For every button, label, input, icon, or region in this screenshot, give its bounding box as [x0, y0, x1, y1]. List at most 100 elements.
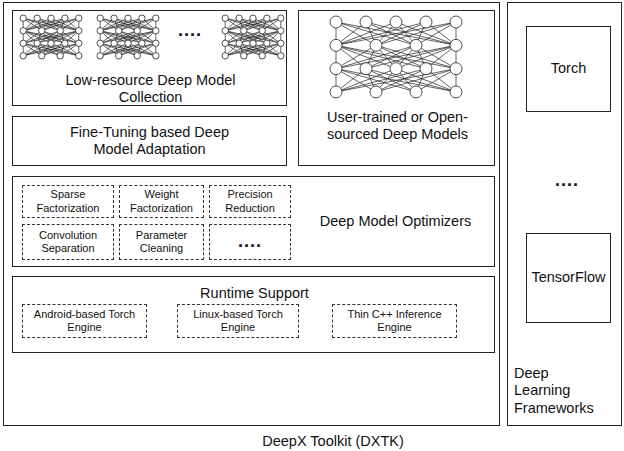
network-neuron	[76, 15, 82, 21]
network-neuron	[278, 53, 284, 59]
network-neuron	[450, 16, 462, 28]
network-neuron	[330, 63, 342, 75]
optimizer-box: Thin C++ Inference Engine	[332, 304, 457, 338]
network-neuron	[76, 40, 82, 46]
network-neuron	[34, 15, 40, 21]
network-neuron	[48, 15, 54, 21]
network-neuron	[57, 28, 63, 34]
box-label: Sparse Factorization	[23, 188, 113, 214]
network-neuron	[20, 53, 26, 59]
network-neuron	[390, 16, 402, 28]
box-label: DeepX Toolkit (DXTK)	[253, 433, 413, 450]
network-neuron	[153, 15, 159, 21]
box-label: Runtime Support	[13, 285, 496, 302]
network-neuron	[134, 28, 140, 34]
network-neuron	[111, 40, 117, 46]
network-neuron	[62, 40, 68, 46]
network-neuron	[97, 40, 103, 46]
network-icon	[222, 15, 284, 59]
network-neuron	[125, 15, 131, 21]
ellipsis-label: ....	[542, 170, 592, 191]
optimizer-box: Precision Reduction	[209, 185, 291, 218]
network-neuron	[139, 15, 145, 21]
network-neuron	[264, 15, 270, 21]
network-neuron	[39, 53, 45, 59]
network-neuron	[330, 86, 342, 98]
network-neuron	[370, 39, 382, 51]
box-label: Parameter Cleaning	[120, 229, 203, 255]
box-label: TensorFlow	[528, 269, 608, 286]
optimizer-box: ....	[209, 224, 291, 260]
optimizer-box: Weight Factorization	[119, 185, 204, 218]
network-neuron	[410, 39, 422, 51]
box-label: Deep Model Optimizers	[303, 213, 488, 230]
network-neuron	[250, 40, 256, 46]
network-neuron	[390, 63, 402, 75]
box-label: Thin C++ Inference Engine	[333, 308, 456, 334]
network-icon	[97, 15, 159, 59]
network-neuron	[222, 40, 228, 46]
network-neuron	[20, 15, 26, 21]
network-neuron	[111, 15, 117, 21]
component-box: TensorFlow	[526, 233, 611, 323]
component-box: User-trained or Open-sourced Deep Models	[298, 10, 495, 166]
network-icon	[20, 15, 82, 59]
network-neuron	[360, 63, 372, 75]
network-neuron	[34, 40, 40, 46]
network-neuron	[97, 28, 103, 34]
network-neuron	[241, 53, 247, 59]
network-neuron	[57, 53, 63, 59]
network-neuron	[76, 53, 82, 59]
component-box: DeepX Toolkit (DXTK)Low-resource Deep Mo…	[3, 2, 500, 426]
network-neuron	[450, 63, 462, 75]
box-label: User-trained or Open-sourced Deep Models	[319, 109, 476, 144]
network-neuron	[420, 16, 432, 28]
network-neuron	[450, 39, 462, 51]
network-neuron	[62, 15, 68, 21]
optimizer-box: Android-based Torch Engine	[22, 304, 147, 338]
network-neuron	[20, 40, 26, 46]
network-neuron	[153, 40, 159, 46]
network-neuron	[264, 40, 270, 46]
network-neuron	[241, 28, 247, 34]
network-neuron	[259, 28, 265, 34]
box-label: Weight Factorization	[120, 188, 203, 214]
network-neuron	[420, 63, 432, 75]
network-neuron	[330, 39, 342, 51]
network-neuron	[116, 28, 122, 34]
component-box: Fine-Tuning based Deep Model Adaptation	[12, 116, 287, 166]
box-label: Precision Reduction	[210, 188, 290, 214]
network-neuron	[39, 28, 45, 34]
network-neuron	[222, 15, 228, 21]
optimizer-box: Linux-based Torch Engine	[177, 304, 299, 338]
component-box: Runtime SupportAndroid-based Torch Engin…	[12, 276, 495, 353]
box-label: Deep Learning Frameworks	[514, 365, 604, 417]
network-neuron	[153, 28, 159, 34]
network-neuron	[116, 53, 122, 59]
network-neuron	[97, 53, 103, 59]
component-box: Torch	[526, 26, 611, 112]
network-neuron	[76, 28, 82, 34]
optimizer-box: Sparse Factorization	[22, 185, 114, 218]
network-neuron	[360, 16, 372, 28]
network-icon	[330, 16, 462, 98]
component-box: Low-resource Deep Model Collection	[12, 10, 287, 106]
network-neuron	[450, 86, 462, 98]
box-label: Convolution Separation	[23, 229, 113, 255]
component-box: Deep Learning Frameworks TorchTensorFlow	[507, 2, 622, 426]
box-label: ....	[235, 231, 265, 253]
box-label: Low-resource Deep Model Collection	[53, 72, 248, 107]
network-neuron	[20, 28, 26, 34]
network-neuron	[222, 28, 228, 34]
network-neuron	[97, 15, 103, 21]
network-neuron	[139, 40, 145, 46]
network-neuron	[222, 53, 228, 59]
network-neuron	[370, 86, 382, 98]
box-label: Torch	[548, 60, 589, 77]
optimizer-box: Parameter Cleaning	[119, 224, 204, 260]
network-neuron	[236, 15, 242, 21]
network-neuron	[153, 53, 159, 59]
optimizer-box: Convolution Separation	[22, 224, 114, 260]
network-neuron	[125, 40, 131, 46]
